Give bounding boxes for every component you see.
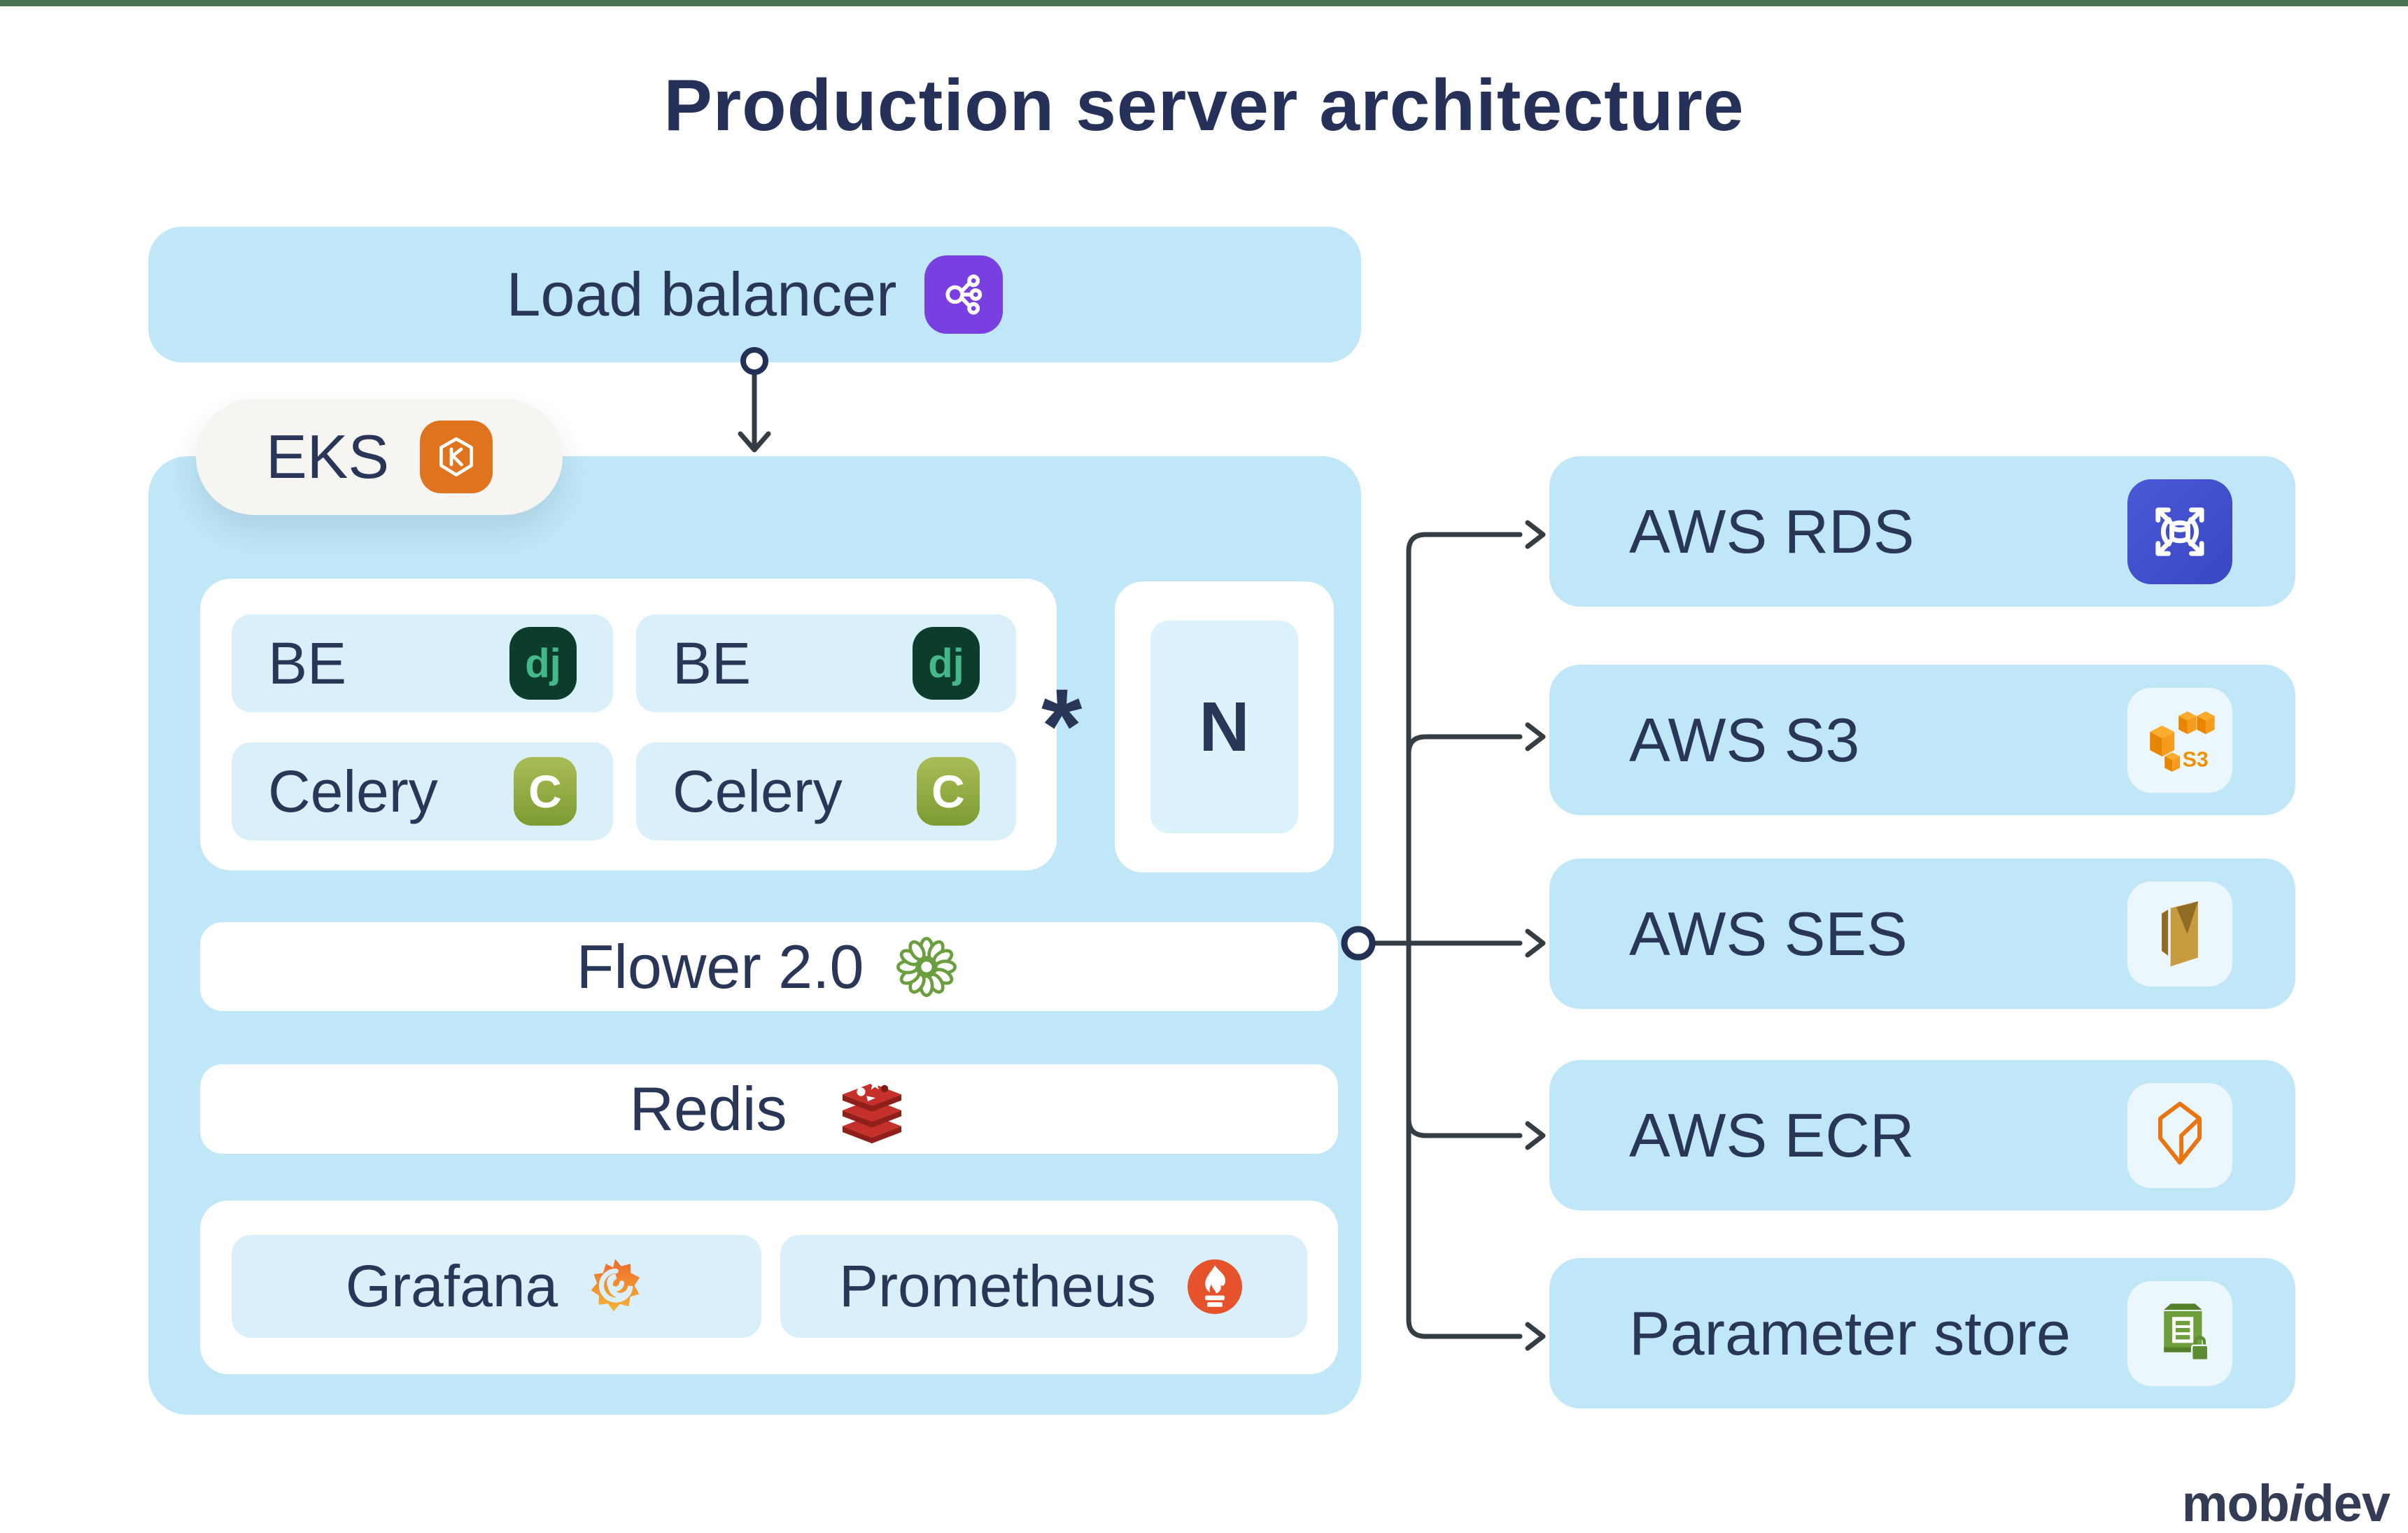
load-balancer-to-eks-arrow <box>738 347 771 453</box>
logo-text-italic-i: i <box>2288 1474 2304 1532</box>
be-label: BE <box>268 630 347 696</box>
workers-container: BE dj BE dj Celery C Celery C <box>200 579 1057 870</box>
aws-rds-label: AWS RDS <box>1629 496 1915 566</box>
parameter-store-icon <box>2127 1280 2232 1386</box>
grafana-label: Grafana <box>345 1253 558 1319</box>
n-replicas-box: N <box>1150 621 1298 833</box>
celery-label: Celery <box>673 758 843 824</box>
parameter-store-label: Parameter store <box>1629 1298 2071 1368</box>
be-box-1: BE dj <box>232 614 613 712</box>
prometheus-label: Prometheus <box>839 1253 1156 1319</box>
aws-rds-icon <box>2127 479 2232 584</box>
replica-asterisk: * <box>1041 667 1083 784</box>
celery-box-2: Celery C <box>636 742 1016 840</box>
aws-ses-box: AWS SES <box>1549 859 2295 1009</box>
logo-text: dev <box>2302 1474 2391 1532</box>
top-accent-bar <box>0 0 2408 6</box>
redis-icon <box>836 1071 908 1147</box>
aws-ses-icon <box>2127 881 2232 987</box>
grafana-box: Grafana <box>232 1235 761 1338</box>
django-icon: dj <box>509 627 577 700</box>
load-balancer-box: Load balancer <box>148 227 1361 362</box>
aws-s3-box: AWS S3 S3 <box>1549 665 2295 815</box>
s3-icon-text: S3 <box>2183 747 2209 771</box>
monitoring-container: Grafana Prometheus <box>200 1201 1338 1374</box>
aws-ecr-label: AWS ECR <box>1629 1100 1915 1170</box>
parameter-store-box: Parameter store <box>1549 1258 2295 1408</box>
flower-label: Flower 2.0 <box>576 931 864 1001</box>
mobidev-logo: mobidev <box>2181 1474 2391 1533</box>
celery-box-1: Celery C <box>232 742 613 840</box>
celery-label: Celery <box>268 758 438 824</box>
logo-text: mob <box>2181 1474 2290 1532</box>
prometheus-icon <box>1181 1253 1248 1320</box>
flower-box: Flower 2.0 <box>200 922 1338 1011</box>
celery-icon: C <box>514 757 577 826</box>
grafana-icon <box>583 1255 647 1319</box>
redis-box: Redis <box>200 1064 1338 1154</box>
flower-icon <box>892 932 962 1002</box>
load-balancer-icon <box>924 255 1004 334</box>
be-box-2: BE dj <box>636 614 1016 712</box>
eks-to-aws-connector <box>1341 520 1546 1351</box>
n-replicas-container: N <box>1115 581 1334 873</box>
eks-icon <box>420 421 493 493</box>
aws-ses-label: AWS SES <box>1629 898 1908 968</box>
be-label: BE <box>673 630 752 696</box>
django-icon: dj <box>913 627 980 700</box>
prometheus-box: Prometheus <box>780 1235 1307 1338</box>
eks-pill: EKS <box>196 399 563 515</box>
aws-ecr-icon <box>2127 1082 2232 1188</box>
n-label: N <box>1199 687 1250 766</box>
aws-s3-label: AWS S3 <box>1629 705 1860 775</box>
page-title: Production server architecture <box>663 65 1745 146</box>
aws-s3-icon: S3 <box>2127 687 2232 793</box>
celery-icon: C <box>917 757 980 826</box>
aws-ecr-box: AWS ECR <box>1549 1060 2295 1210</box>
load-balancer-label: Load balancer <box>506 260 897 329</box>
redis-label: Redis <box>629 1074 787 1143</box>
aws-rds-box: AWS RDS <box>1549 456 2295 607</box>
eks-label: EKS <box>265 422 390 491</box>
